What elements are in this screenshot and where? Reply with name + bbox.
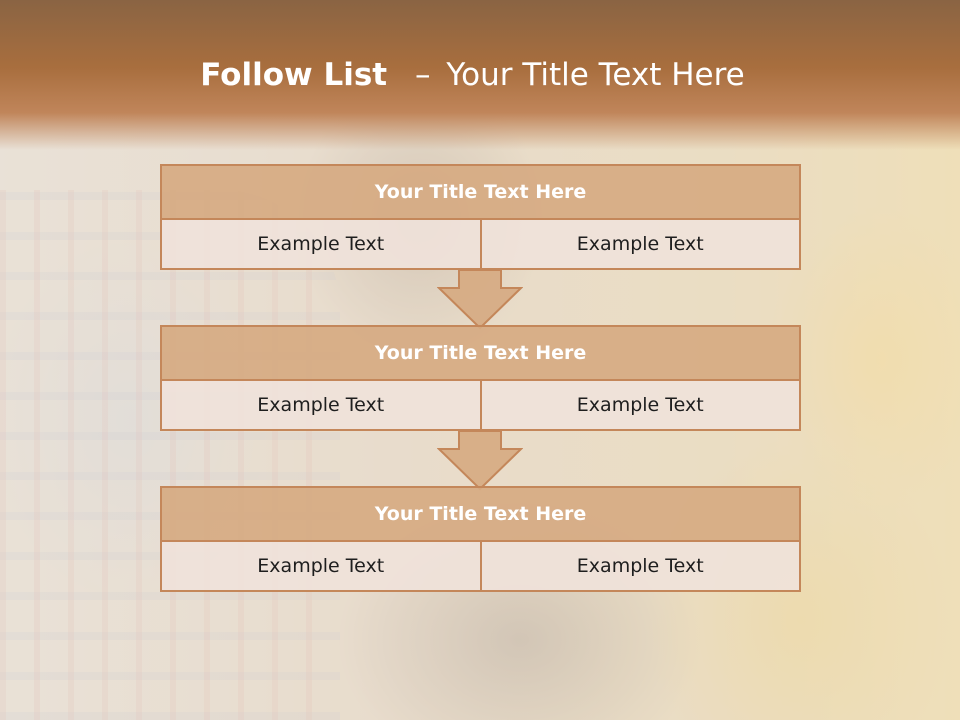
slide-title-bold: Follow List xyxy=(200,57,388,93)
block-row: Example Text Example Text xyxy=(160,220,801,270)
block-title: Your Title Text Here xyxy=(160,486,801,542)
down-arrow-icon xyxy=(437,270,523,330)
block-row: Example Text Example Text xyxy=(160,381,801,431)
down-arrow-icon xyxy=(437,431,523,491)
slide-title-dash: – xyxy=(414,57,431,93)
block-cell-left: Example Text xyxy=(160,381,482,431)
header-band xyxy=(0,0,960,150)
block-title: Your Title Text Here xyxy=(160,164,801,220)
list-block-3: Your Title Text Here Example Text Exampl… xyxy=(160,486,801,592)
block-row: Example Text Example Text xyxy=(160,542,801,592)
slide-title: Follow List – Your Title Text Here xyxy=(0,52,945,98)
block-cell-right: Example Text xyxy=(481,220,801,270)
block-cell-right: Example Text xyxy=(481,381,801,431)
block-title: Your Title Text Here xyxy=(160,325,801,381)
list-block-1: Your Title Text Here Example Text Exampl… xyxy=(160,164,801,270)
list-block-2: Your Title Text Here Example Text Exampl… xyxy=(160,325,801,431)
block-cell-left: Example Text xyxy=(160,542,482,592)
slide-title-rest: Your Title Text Here xyxy=(446,57,745,93)
block-cell-left: Example Text xyxy=(160,220,482,270)
block-cell-right: Example Text xyxy=(481,542,801,592)
